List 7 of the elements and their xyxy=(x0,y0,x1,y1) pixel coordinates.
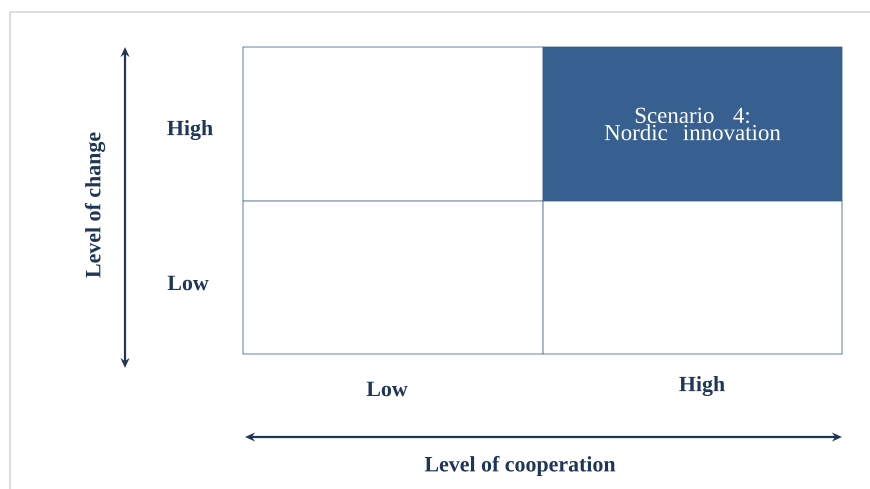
axis-title: Level of change xyxy=(84,132,106,278)
axis-title: Level of cooperation xyxy=(424,456,616,476)
axis-value: High xyxy=(167,120,213,140)
axis-value: Low xyxy=(168,276,209,290)
scenario-box: Scenario 4: Nordic innovation xyxy=(542,46,842,202)
axis-value: High xyxy=(679,376,725,396)
axis-value: Low xyxy=(366,382,408,396)
